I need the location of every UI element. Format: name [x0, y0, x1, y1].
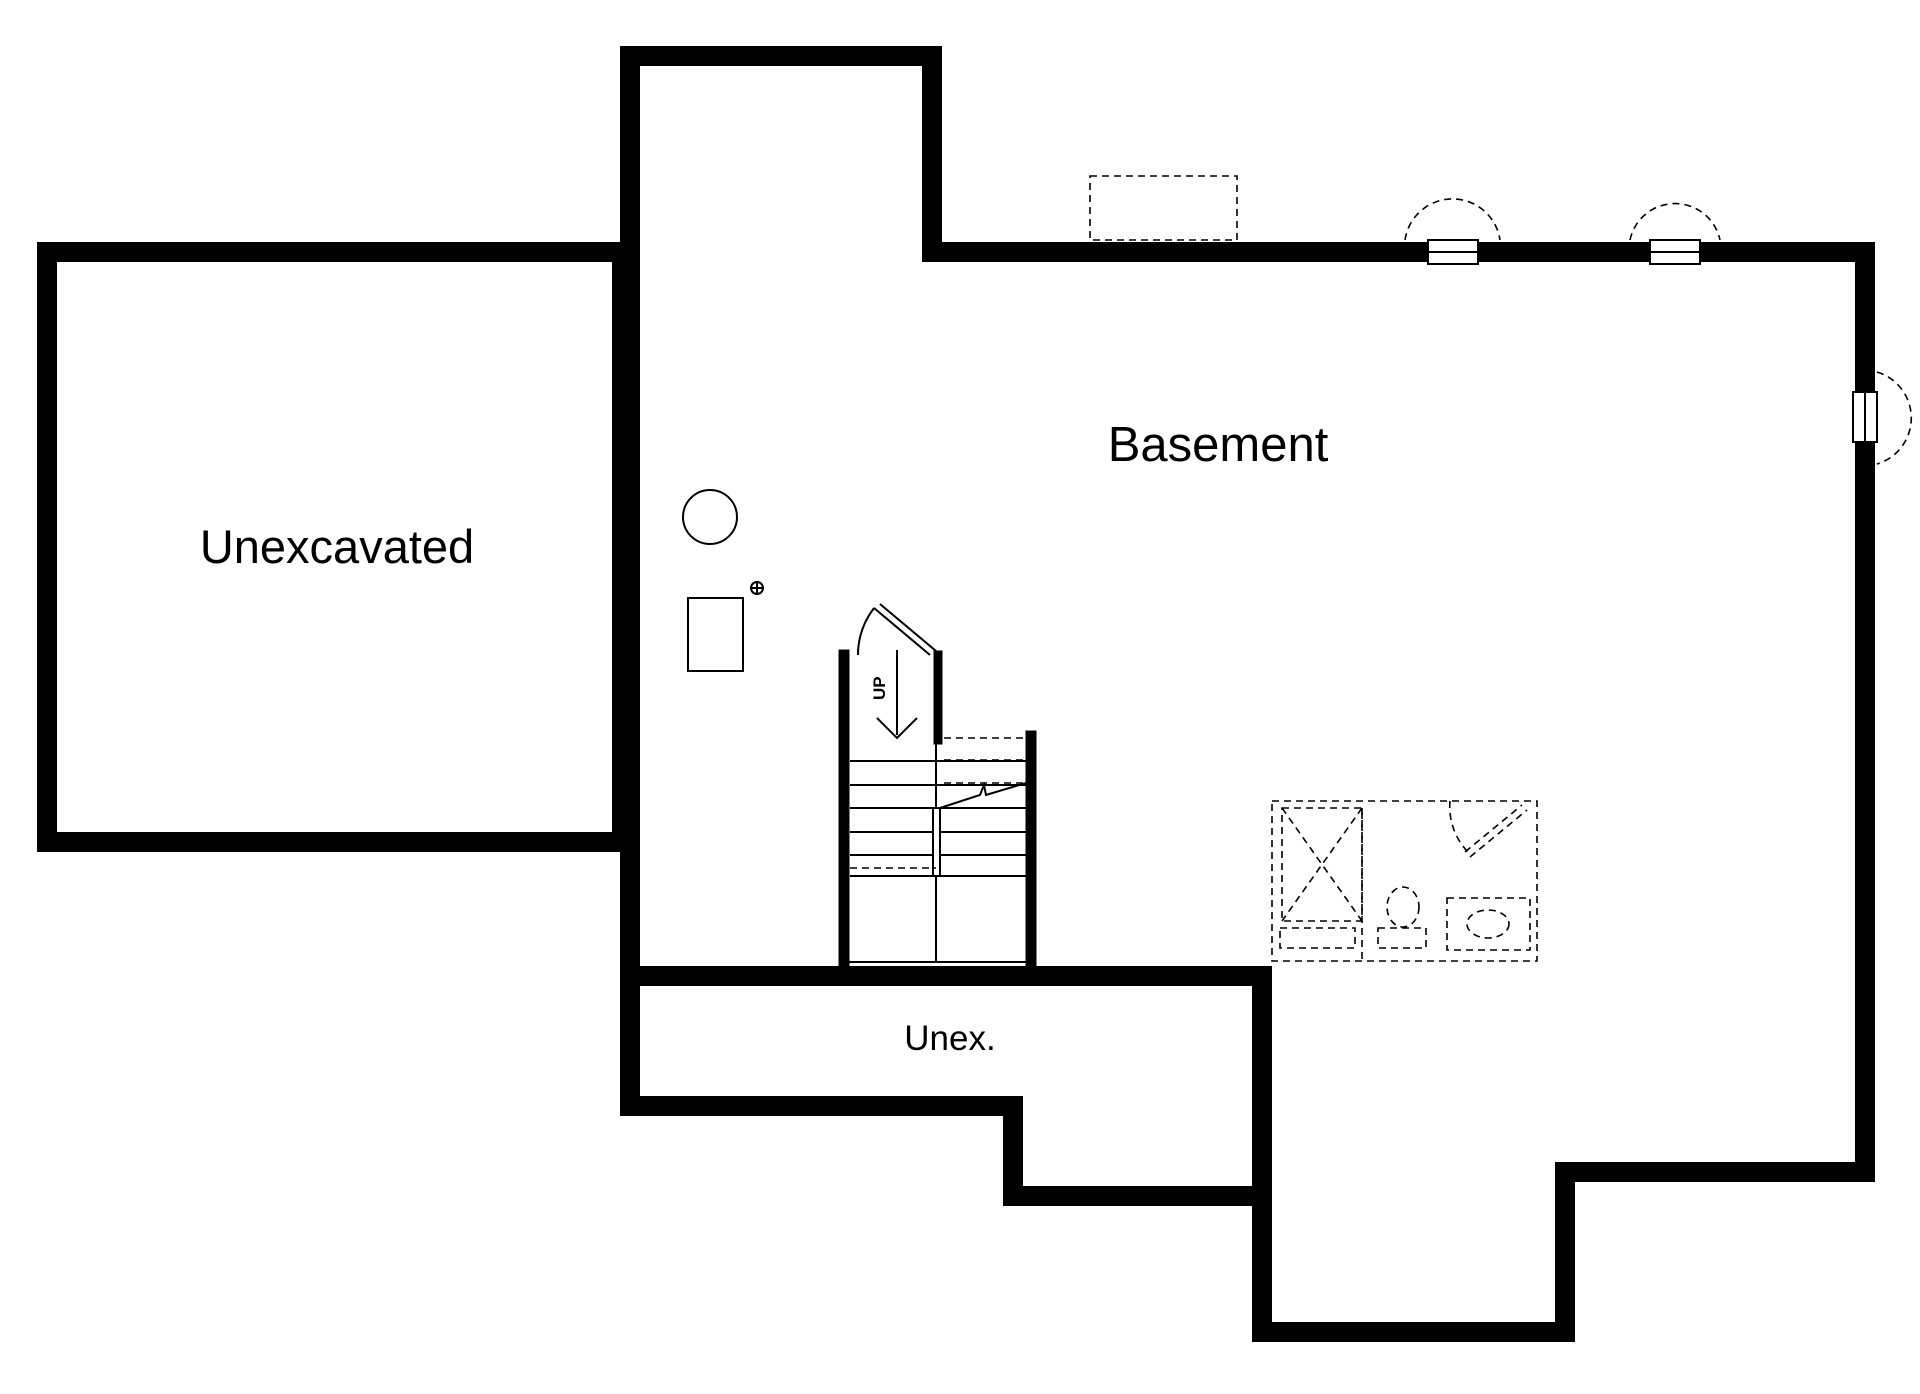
furnace [687, 597, 744, 672]
stair-door [857, 603, 937, 656]
stair-enclosure [838, 649, 1037, 971]
unexcavated-small-area [620, 966, 1272, 1206]
sink-icon [1446, 897, 1531, 951]
toilet-icon [1377, 886, 1427, 949]
dashed-bay-outline [1089, 175, 1238, 241]
window-top-2 [1629, 202, 1721, 265]
water-heater [682, 489, 738, 545]
unex-small-label: Unex. [904, 1019, 995, 1058]
basement-label: Basement [1108, 418, 1329, 472]
stair-up-label: UP [870, 676, 889, 700]
unexcavated-label: Unexcavated [200, 520, 474, 573]
window-right [1852, 371, 1913, 465]
window-top-1 [1404, 198, 1501, 265]
floor-drain-icon [750, 581, 764, 595]
stair-up-arrow-icon [876, 650, 918, 740]
stair-treads [850, 737, 1037, 962]
future-bathroom [1271, 800, 1538, 962]
